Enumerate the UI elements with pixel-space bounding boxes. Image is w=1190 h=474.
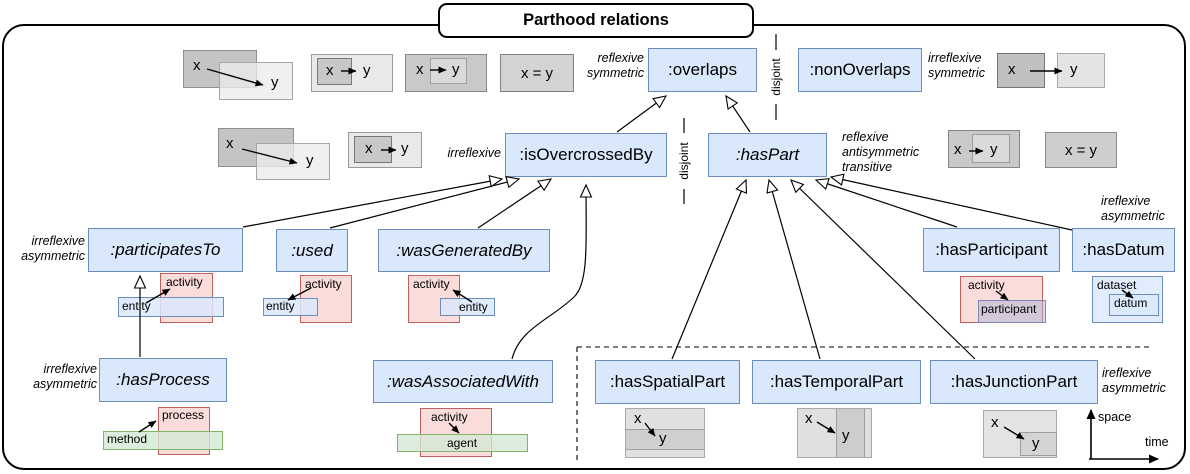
activity-label: activity — [305, 277, 342, 291]
x-label: x — [226, 135, 234, 152]
x-label: x — [1008, 61, 1016, 78]
relation-hasPart: :hasPart — [708, 133, 827, 177]
mini-disjoint-diagram — [997, 53, 1045, 88]
annotation-participatesTo: irreflexive asymmetric — [21, 234, 85, 263]
disjoint-separator-label: disjoint — [677, 142, 691, 180]
activity-label: activity — [166, 275, 203, 289]
mini-overlap-diagram — [256, 143, 330, 180]
time-axis-label: time — [1145, 435, 1169, 449]
x-label: x — [805, 410, 813, 427]
mini-containment-inner — [317, 58, 352, 85]
relation-hasProcess: :hasProcess — [99, 358, 227, 402]
x-label: x — [634, 410, 642, 427]
entity-bar — [118, 297, 224, 317]
datum-label: datum — [1114, 296, 1148, 310]
junction-part-inner — [1020, 432, 1057, 456]
mini-containment-inner — [430, 58, 467, 84]
y-label: y — [842, 427, 850, 444]
mini-disjoint-diagram — [1057, 53, 1105, 88]
y-label: y — [1032, 435, 1040, 452]
annotation-hasJunctionPart: ireflexive asymmetric — [1102, 366, 1166, 395]
x-label: x — [416, 61, 424, 78]
y-label: y — [990, 141, 998, 158]
y-label: y — [401, 140, 409, 157]
relation-hasSpatialPart: :hasSpatialPart — [595, 360, 740, 404]
agent-bar — [397, 434, 528, 452]
y-label: y — [306, 152, 314, 169]
relation-wasGeneratedBy: :wasGeneratedBy — [378, 229, 550, 272]
agent-label: agent — [447, 436, 478, 450]
process-label: process — [162, 408, 205, 422]
mini-containment-inner — [354, 136, 392, 163]
disjoint-separator-label: disjoint — [769, 58, 783, 96]
mini-overlap-diagram — [219, 62, 293, 100]
temporal-part-band — [836, 409, 865, 457]
dataset-label: dataset — [1097, 278, 1137, 292]
entity-label: entity — [266, 299, 295, 313]
relation-isOvercrossedBy: :isOvercrossedBy — [505, 133, 667, 177]
participant-label: participant — [981, 302, 1037, 316]
relation-participatesTo: :participatesTo — [88, 228, 243, 272]
relation-hasDatum: :hasDatum — [1072, 228, 1175, 272]
x-label: x — [954, 141, 962, 158]
y-label: y — [659, 430, 667, 447]
method-bar — [103, 431, 223, 450]
annotation-nonOverlaps: irreflexive symmetric — [928, 51, 985, 80]
entity-label: entity — [122, 299, 151, 313]
annotation-hasProcess: irreflexive asymmetric — [33, 362, 97, 391]
space-axis-label: space — [1098, 410, 1132, 424]
y-label: y — [1070, 61, 1078, 78]
page-title: Parthood relations — [438, 3, 754, 38]
y-label: y — [271, 74, 279, 91]
method-label: method — [107, 432, 148, 446]
mini-equality-diagram: x = y — [1045, 132, 1117, 168]
annotation-hasPart: reflexive antisymmetric transitive — [842, 130, 920, 174]
activity-label: activity — [413, 277, 450, 291]
x-label: x — [991, 414, 999, 431]
mini-equality-diagram: x = y — [500, 54, 574, 92]
annotation-hasDatum: ireflexive asymmetric — [1101, 194, 1165, 223]
x-label: x — [365, 140, 373, 157]
relation-nonOverlaps: :nonOverlaps — [798, 48, 922, 92]
relation-hasTemporalPart: :hasTemporalPart — [752, 360, 921, 404]
relation-overlaps: :overlaps — [648, 48, 757, 92]
relation-used: :used — [276, 229, 348, 272]
relation-hasJunctionPart: :hasJunctionPart — [930, 360, 1098, 404]
y-label: y — [452, 61, 460, 78]
relation-wasAssociatedWith: :wasAssociatedWith — [373, 360, 553, 403]
x-label: x — [326, 62, 334, 79]
x-label: x — [193, 57, 201, 74]
activity-label: activity — [968, 278, 1005, 292]
annotation-isOvercrossedBy: irreflexive — [447, 146, 502, 160]
datum-box — [1109, 294, 1159, 316]
relation-hasParticipant: :hasParticipant — [923, 228, 1060, 272]
participant-box — [978, 300, 1046, 323]
entity-label: entity — [459, 300, 488, 314]
y-label: y — [363, 62, 371, 79]
annotation-overlaps: reflexive symmetric — [587, 51, 644, 80]
activity-label: activity — [431, 410, 468, 424]
